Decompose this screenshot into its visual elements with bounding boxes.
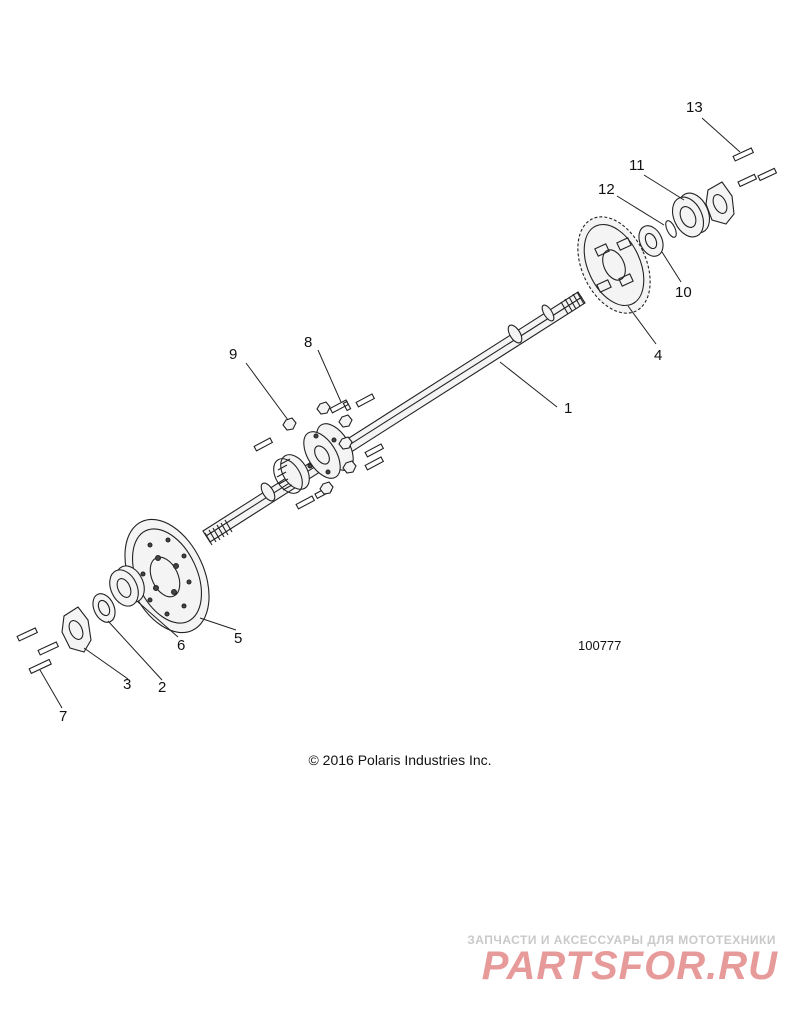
hub-flange xyxy=(303,423,354,479)
callout-2: 2 xyxy=(158,679,166,696)
callout-11: 11 xyxy=(629,157,645,174)
hub-nuts xyxy=(282,401,357,495)
watermark-brand: PARTSFOR.RU xyxy=(481,944,778,988)
bearing-housing-right xyxy=(671,192,711,238)
callout-4: 4 xyxy=(654,347,662,364)
callout-3: 3 xyxy=(123,676,131,693)
callout-5: 5 xyxy=(234,630,242,647)
flange-bolts-right xyxy=(732,147,778,188)
callout-7: 7 xyxy=(59,708,67,725)
callout-1: 1 xyxy=(564,400,572,417)
flange-plate-right xyxy=(705,181,735,225)
callout-10: 10 xyxy=(675,284,692,301)
watermark-tagline: ЗАПЧАСТИ И АКСЕССУАРЫ ДЛЯ МОТОТЕХНИКИ xyxy=(467,933,776,947)
drawing-number: 100777 xyxy=(578,638,622,653)
flange-plate-left xyxy=(61,606,92,653)
copyright-notice: © 2016 Polaris Industries Inc. xyxy=(308,752,492,768)
snap-ring xyxy=(665,220,677,238)
axle-shaft xyxy=(202,291,586,546)
callout-13: 13 xyxy=(686,99,703,116)
callout-labels: 1 2 3 4 5 6 7 8 9 10 11 12 13 xyxy=(59,99,703,725)
bearing-housing-left xyxy=(109,565,145,607)
bearing-right xyxy=(638,225,664,257)
callout-8: 8 xyxy=(304,334,312,351)
callout-6: 6 xyxy=(177,637,185,654)
leader-lines xyxy=(39,117,741,709)
callout-9: 9 xyxy=(229,346,237,363)
bearing-left xyxy=(92,593,116,623)
spline-gear xyxy=(273,454,310,494)
flange-bolts-left xyxy=(16,627,60,675)
sprocket xyxy=(577,216,651,314)
callout-12: 12 xyxy=(598,181,615,198)
